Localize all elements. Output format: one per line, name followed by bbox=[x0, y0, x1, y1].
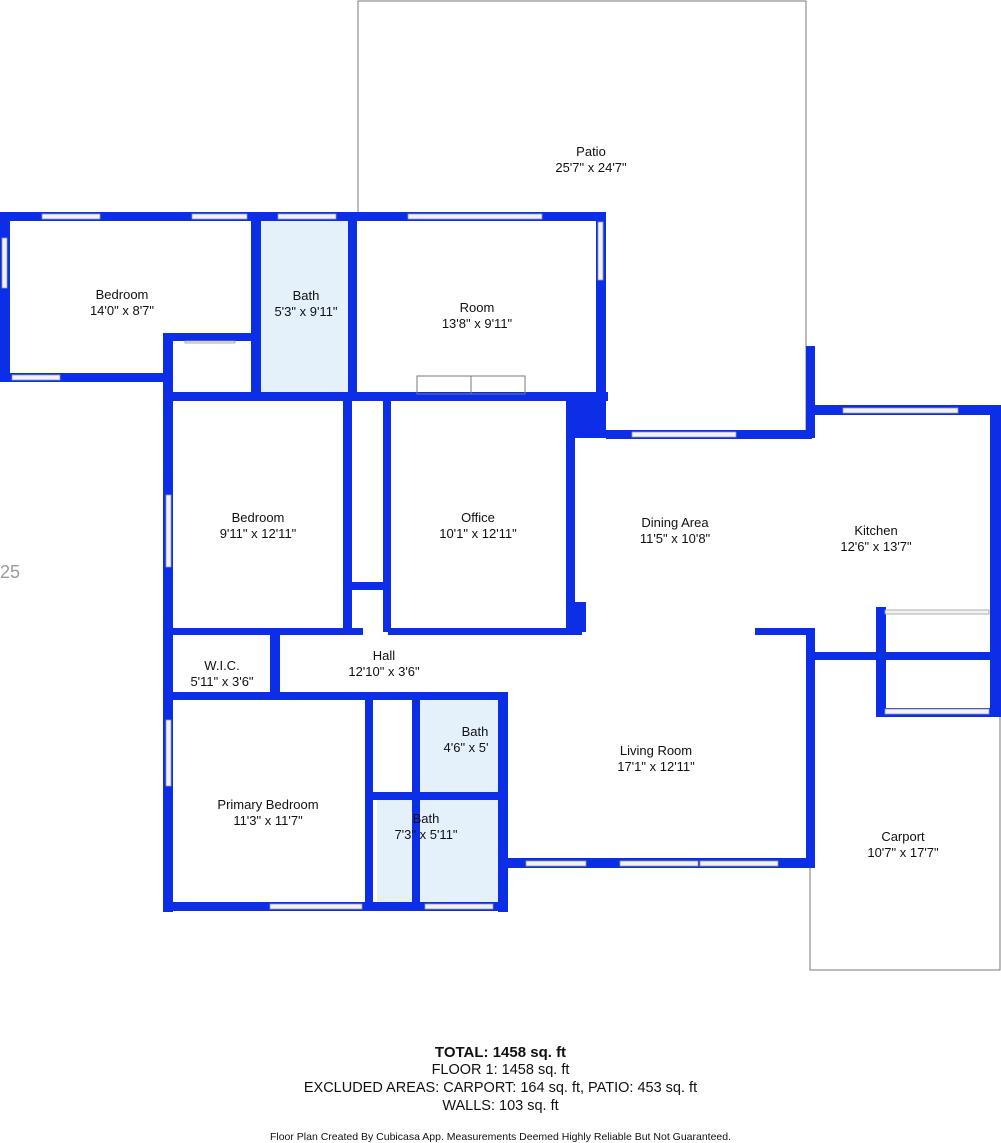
bath-middle-fill bbox=[420, 700, 500, 792]
dining-dims: 11'5" x 10'8" bbox=[640, 531, 711, 546]
room-dims: 13'8" x 9'11" bbox=[442, 316, 513, 331]
bath-south-name: Bath bbox=[413, 811, 440, 826]
bath-north-name: Bath bbox=[293, 288, 320, 303]
bath-north-fill bbox=[261, 221, 352, 395]
bedroom-w-dims: 9'11" x 12'11" bbox=[220, 526, 297, 541]
bath-middle-dims: 4'6" x 5' bbox=[444, 740, 489, 755]
living-name: Living Room bbox=[620, 743, 692, 758]
wic-name: W.I.C. bbox=[204, 658, 239, 673]
credit-note: Floor Plan Created By Cubicasa App. Meas… bbox=[269, 1131, 732, 1143]
hall-dims: 12'10" x 3'6" bbox=[348, 664, 420, 679]
excluded-areas: EXCLUDED AREAS: CARPORT: 164 sq. ft, PAT… bbox=[303, 1080, 698, 1096]
office-name: Office bbox=[461, 510, 495, 525]
office-dims: 10'1" x 12'11" bbox=[439, 526, 517, 541]
walls-area: WALLS: 103 sq. ft bbox=[442, 1098, 559, 1114]
floor-plan: Patio 25'7" x 24'7" Bedroom 14'0" x 8'7"… bbox=[0, 0, 1001, 971]
bath-middle-name: Bath bbox=[462, 724, 489, 739]
primary-bedroom-dims: 11'3" x 11'7" bbox=[233, 813, 303, 828]
room-name: Room bbox=[460, 300, 495, 315]
kitchen-name: Kitchen bbox=[854, 523, 897, 538]
total-area: TOTAL: 1458 sq. ft bbox=[434, 1044, 567, 1061]
edge-label: 25 bbox=[0, 562, 20, 582]
bath-south-fill bbox=[377, 800, 500, 902]
carport-name: Carport bbox=[881, 829, 925, 844]
floor-area: FLOOR 1: 1458 sq. ft bbox=[431, 1062, 570, 1078]
kitchen-dims: 12'6" x 13'7" bbox=[840, 539, 912, 554]
primary-bedroom-name: Primary Bedroom bbox=[217, 797, 318, 812]
carport-dims: 10'7" x 17'7" bbox=[867, 845, 939, 860]
dining-name: Dining Area bbox=[641, 515, 709, 530]
bath-north-dims: 5'3" x 9'11" bbox=[274, 304, 337, 319]
bedroom-nw-dims: 14'0" x 8'7" bbox=[90, 303, 154, 318]
sliding-door bbox=[416, 375, 526, 395]
bedroom-w-name: Bedroom bbox=[232, 510, 285, 525]
wic-dims: 5'11" x 3'6" bbox=[190, 674, 253, 689]
bedroom-nw-name: Bedroom bbox=[96, 287, 149, 302]
bath-south-dims: 7'3" x 5'11" bbox=[394, 827, 457, 842]
living-dims: 17'1" x 12'11" bbox=[617, 759, 695, 774]
patio-name: Patio bbox=[576, 144, 606, 159]
room-labels: Patio 25'7" x 24'7" Bedroom 14'0" x 8'7"… bbox=[90, 144, 939, 860]
windows bbox=[1, 213, 990, 910]
hall-name: Hall bbox=[373, 648, 396, 663]
patio-dims: 25'7" x 24'7" bbox=[555, 160, 627, 175]
patio-outline bbox=[357, 0, 807, 430]
